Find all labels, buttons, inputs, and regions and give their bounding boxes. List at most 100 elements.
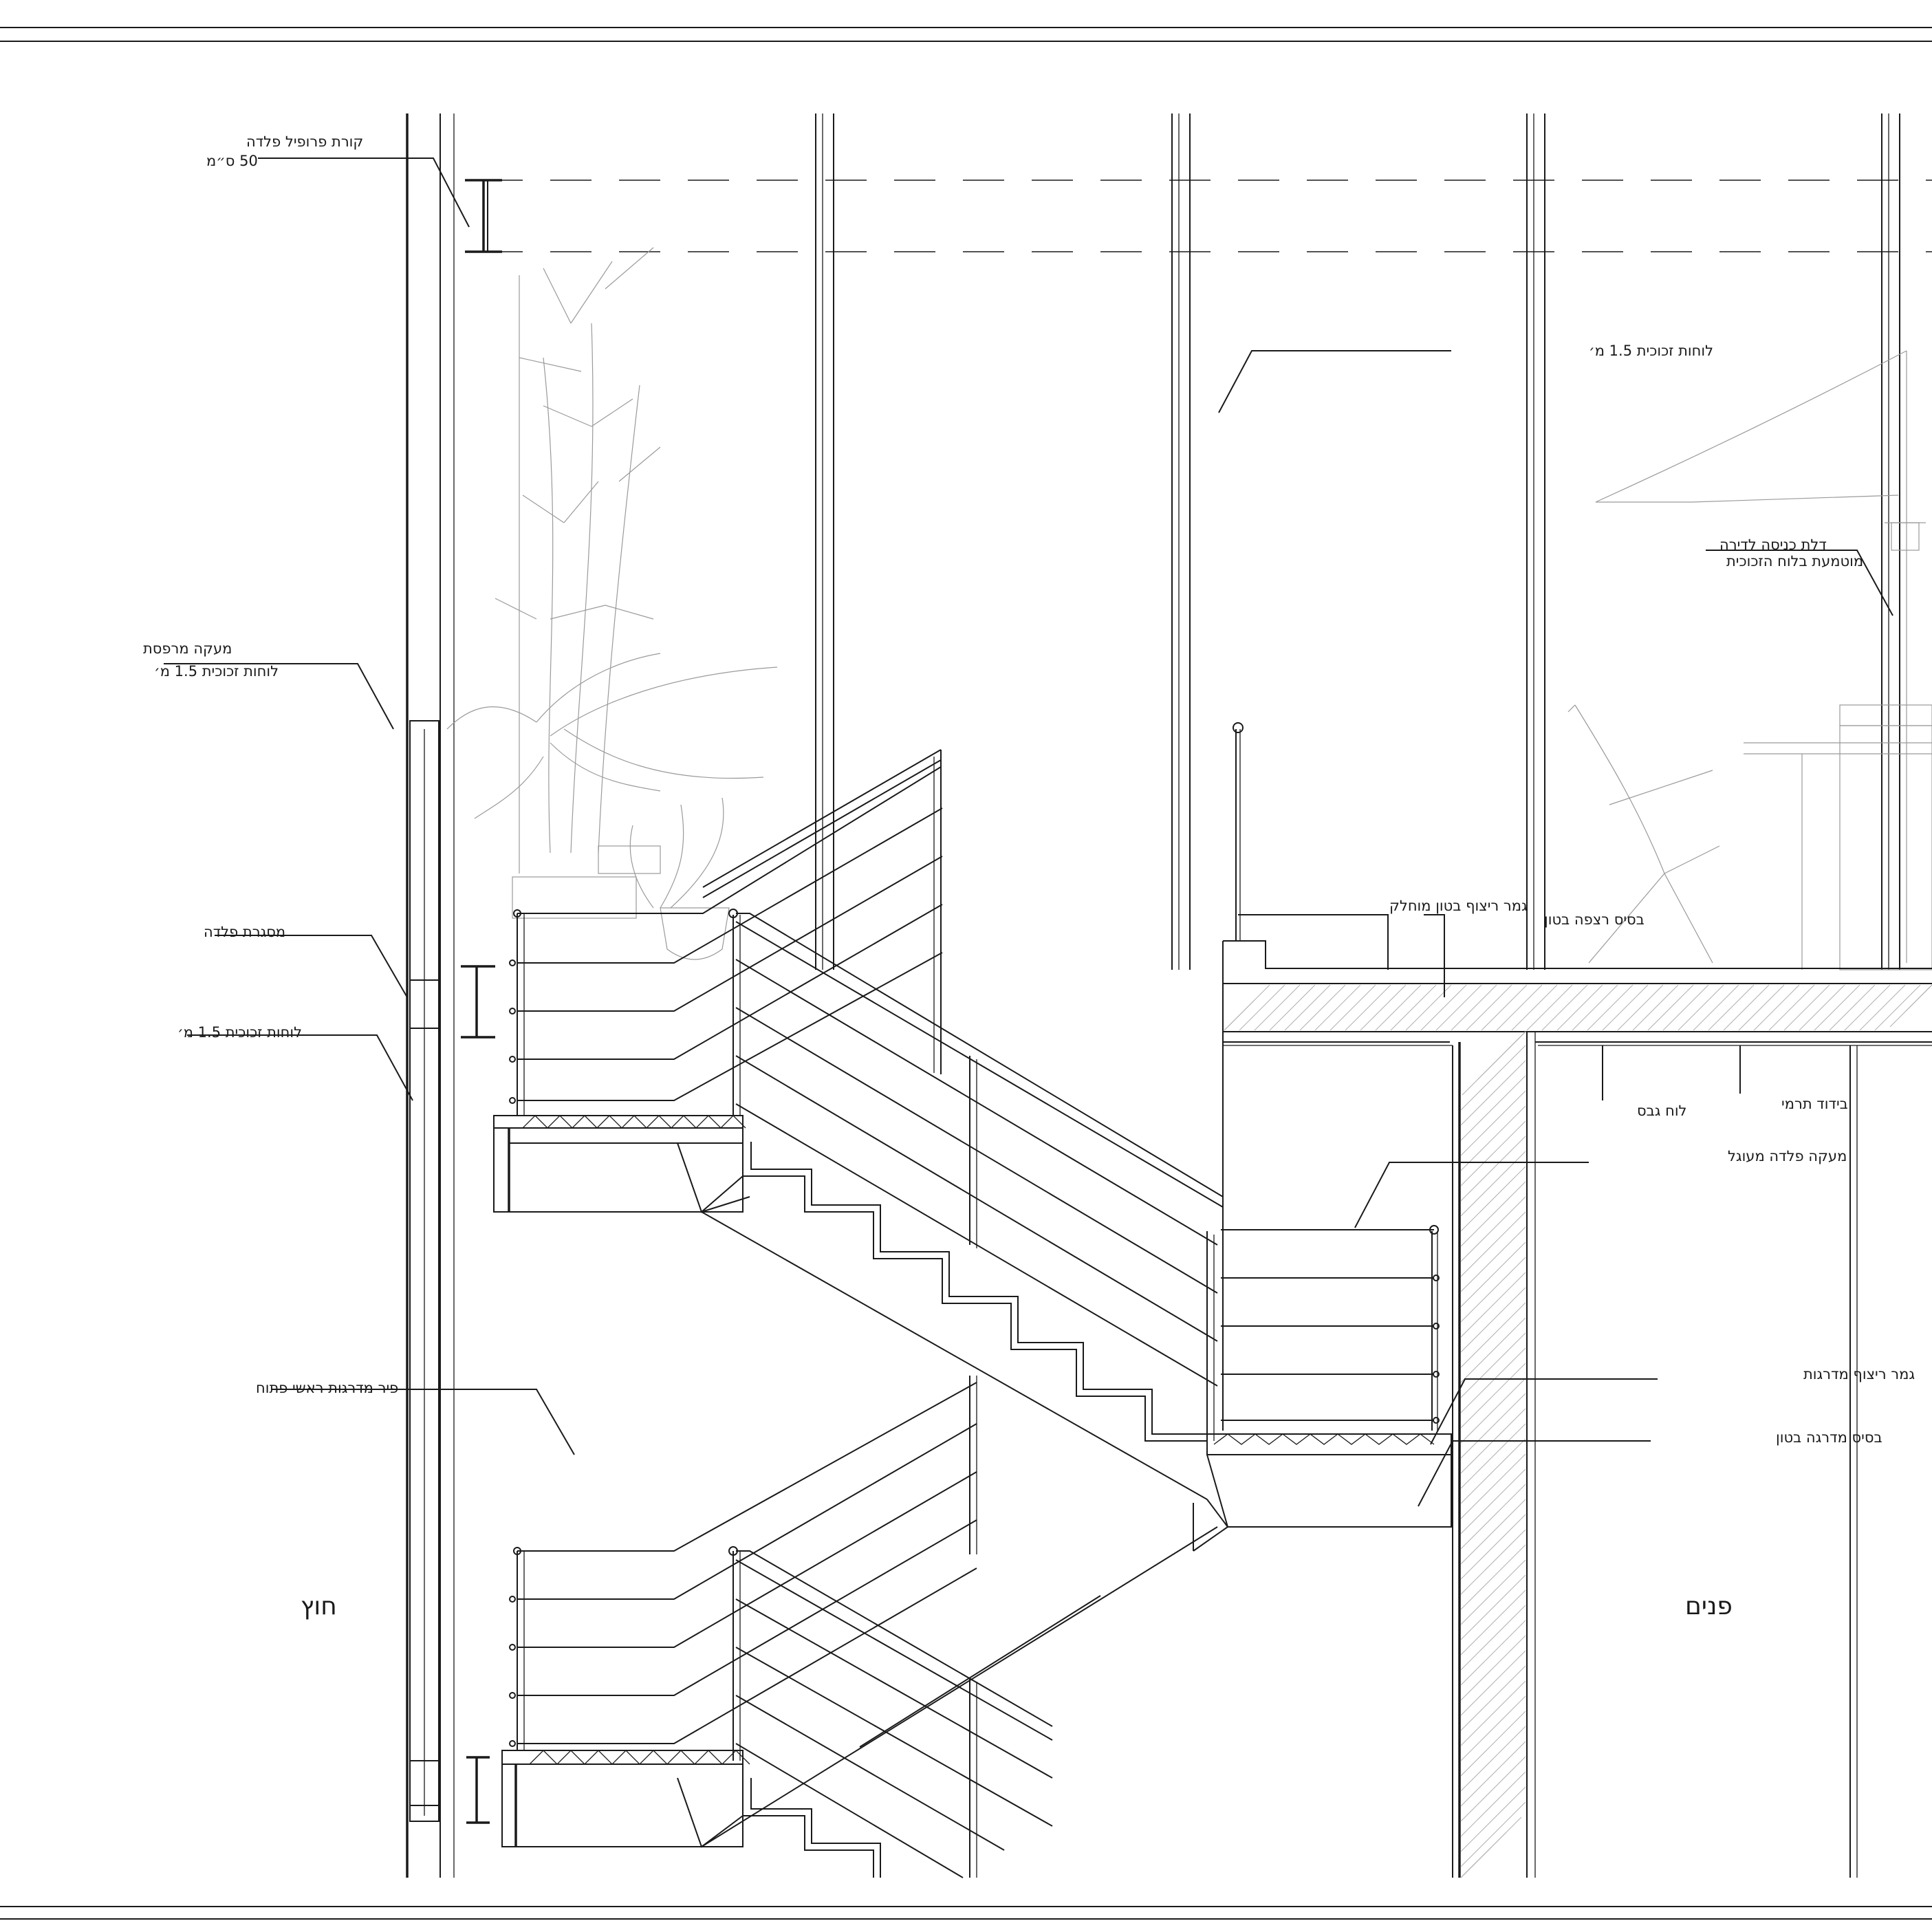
hatch-line (1460, 1650, 1526, 1716)
hatch-line (1602, 984, 1649, 1031)
hatch-line (1460, 1090, 1526, 1156)
hatch-line (1460, 1196, 1526, 1262)
label-stair-floor-finish: גמר ריצוף מדרגות (1803, 1366, 1915, 1382)
exterior-glass-column (409, 720, 439, 1822)
flight-railing (728, 909, 1224, 1441)
hatch-line (1460, 1741, 1526, 1807)
hatch-line (1859, 984, 1906, 1031)
hatch-line (1460, 1378, 1526, 1444)
hatch-line (1314, 984, 1361, 1031)
label-balcony-railing-line2: לוחות זכוכית 1.5 מ׳ (154, 663, 279, 680)
hatch-line (1460, 1317, 1526, 1383)
label-round-steel-railing: מעקה פלדה מעוגל (1728, 1148, 1847, 1164)
hatch-line (1460, 1544, 1526, 1610)
hatch-line (1799, 984, 1845, 1031)
lower-railing (509, 1376, 977, 1750)
hatch-line (1435, 984, 1482, 1031)
label-steel-frame: מסגרת פלדה (204, 924, 285, 940)
hatch-line (1466, 984, 1512, 1031)
hatch-line (1617, 984, 1664, 1031)
hatch-line (1460, 1589, 1526, 1656)
hatch-line (1572, 984, 1618, 1031)
label-concrete-floor-base: בסיס רצפה בטון (1544, 911, 1645, 928)
hatch-line (1693, 984, 1739, 1031)
lower-landing (1193, 1433, 1452, 1552)
hatch-line (1460, 1105, 1526, 1171)
hatch-line (1460, 1226, 1526, 1292)
hatch-line (1460, 1559, 1526, 1625)
hatch-line (1284, 984, 1331, 1031)
zone-outside: חוץ (301, 1592, 337, 1620)
annotation-labels: קורת פרופיל פלדה 50 ס״מ לוחות זכוכית 1.5… (143, 133, 1915, 1620)
hatch-line (1678, 984, 1724, 1031)
label-concrete-stair-base: בסיס מדרגה בטון (1776, 1429, 1882, 1446)
patio-table (1744, 704, 1932, 970)
hatch-line (1662, 984, 1709, 1031)
label-entry-door-line1: דלת כניסה לדירה (1719, 536, 1827, 553)
hatch-line (1814, 984, 1860, 1031)
hatch-line (1460, 1257, 1526, 1323)
steel-i-beam-mid (461, 965, 495, 1824)
hatch-line (1360, 984, 1407, 1031)
hatch-line (1460, 1060, 1526, 1126)
hatch-line (1460, 1484, 1526, 1550)
hatch-line (1460, 1241, 1526, 1307)
hatch-line (1874, 984, 1921, 1031)
facade-mullions (406, 113, 1900, 1878)
concrete-floor-slab (1222, 940, 1932, 1878)
hatch-line (1460, 1453, 1526, 1519)
hatch-line (1420, 984, 1467, 1031)
label-entry-door-line2: מוטמעת בלוח הזכוכית (1726, 553, 1863, 569)
label-glass-panels-side: לוחות זכוכית 1.5 מ׳ (177, 1024, 302, 1041)
sheet-border (0, 27, 1932, 1920)
upper-stair-flight (701, 1142, 1228, 1528)
hatch-line (1526, 984, 1573, 1031)
hatch-line (1460, 1771, 1526, 1837)
landing-round-railing (1221, 1225, 1440, 1431)
hatch-line (1460, 1529, 1526, 1595)
hatch-line (1460, 1332, 1526, 1398)
lower-stair-soffit (701, 1196, 1218, 1847)
hatch-line (1738, 984, 1785, 1031)
upper-railing (509, 749, 943, 1116)
hatch-line (1460, 1302, 1526, 1368)
upper-landing (493, 1115, 746, 1213)
hatch-line (1460, 1499, 1526, 1565)
hatch-line (1723, 984, 1770, 1031)
hatch-line (1587, 984, 1633, 1031)
hatch-line (1460, 1756, 1526, 1822)
hatch-line (1460, 1574, 1526, 1640)
bamboo-plant (446, 247, 778, 960)
label-steel-beam-line1: קורת פרופיל פלדה (246, 133, 363, 150)
slab-hatching (1224, 984, 1932, 1878)
hatch-line (1390, 984, 1437, 1031)
hatch-line (1481, 984, 1528, 1031)
hatch-line (1647, 984, 1694, 1031)
hatch-line (1460, 1816, 1522, 1878)
hatch-line (1783, 984, 1830, 1031)
hatch-line (1460, 1272, 1526, 1338)
hidden-beam-lines (481, 180, 1932, 252)
hatch-line (1460, 1786, 1526, 1852)
hatch-line (1511, 984, 1558, 1031)
hatch-line (1460, 1075, 1526, 1141)
hatch-line (1460, 1363, 1526, 1429)
hatch-line (1451, 984, 1497, 1031)
steel-i-beam-top (465, 179, 502, 253)
hatch-line (1829, 984, 1876, 1031)
hatch-line (1460, 1181, 1526, 1247)
hatch-line (1269, 984, 1316, 1031)
hatch-line (1522, 1031, 1526, 1035)
hatch-line (1496, 984, 1543, 1031)
label-thermal-insulation: בידוד תרמי (1781, 1096, 1848, 1112)
hatch-line (1460, 1695, 1526, 1761)
hatch-line (1460, 1635, 1526, 1701)
hatch-line (1375, 984, 1422, 1031)
label-balcony-railing-line1: מעקה מרפסת (143, 640, 232, 657)
hatch-line (1460, 1347, 1526, 1413)
hatch-line (1460, 1680, 1526, 1746)
hatch-line (1460, 1166, 1526, 1232)
patio-umbrella (1595, 350, 1926, 963)
hatch-line (1753, 984, 1800, 1031)
hatch-line (1460, 1801, 1526, 1867)
